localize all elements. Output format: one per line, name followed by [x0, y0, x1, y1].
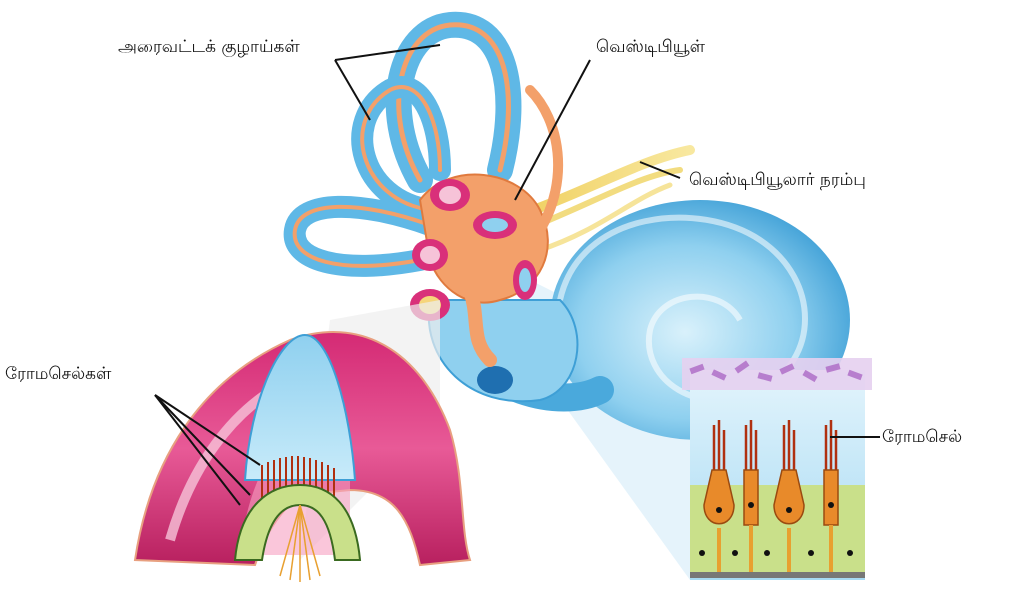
label-vestibule: வெஸ்டிபியூள் [596, 37, 705, 57]
macula-box [682, 358, 872, 580]
label-vestibular-nerve: வெஸ்டிபியூலார் நரம்பு [689, 170, 866, 190]
label-hair-cells: ரோமசெல்கள் [5, 364, 111, 384]
label-hair-cell: ரோமசெல் [882, 427, 962, 447]
label-semicircular-canals: அரைவட்டக் குழாய்கள் [118, 37, 300, 57]
oval-window [477, 366, 513, 394]
